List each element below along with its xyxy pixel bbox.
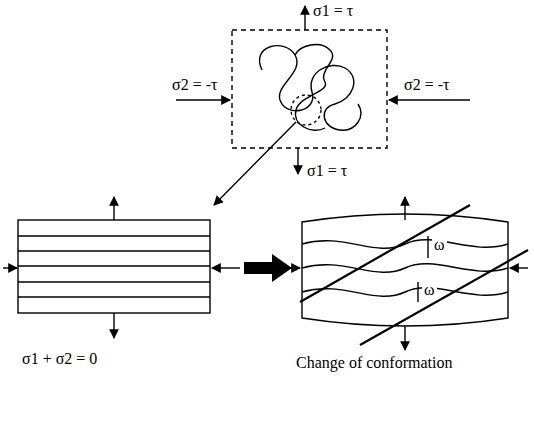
deformed-block xyxy=(302,214,508,326)
stress-arrow xyxy=(304,6,305,30)
angle-mark xyxy=(417,282,418,302)
polymer-coil xyxy=(295,45,333,131)
magnify-arrow xyxy=(214,122,296,205)
condition-label: σ1 + σ2 = 0 xyxy=(22,350,97,368)
polymer-coil xyxy=(260,46,361,130)
stress-label: σ1 = τ xyxy=(307,162,347,180)
stress-arrow xyxy=(113,197,114,220)
stress-arrow xyxy=(297,148,298,174)
shear-line xyxy=(300,205,470,302)
transition-arrow xyxy=(244,254,292,282)
angle-label: ω xyxy=(432,236,447,254)
stress-arrow xyxy=(389,99,470,100)
caption-label: Change of conformation xyxy=(296,354,452,372)
stress-label: σ2 = -τ xyxy=(172,76,217,94)
stress-label: σ2 = -τ xyxy=(404,76,449,94)
stress-arrow xyxy=(404,197,405,220)
magnified-region xyxy=(291,95,321,125)
lamellar-block xyxy=(18,220,210,313)
stress-arrow xyxy=(404,326,405,350)
stress-label: σ1 = τ xyxy=(313,2,353,20)
stress-arrow xyxy=(176,99,230,100)
shear-line xyxy=(360,250,528,345)
stress-arrow xyxy=(212,267,240,268)
stress-arrow xyxy=(510,267,528,268)
stress-arrow xyxy=(3,267,17,268)
angle-mark xyxy=(427,236,428,258)
stress-arrow xyxy=(113,313,114,338)
stress-element xyxy=(232,30,387,148)
angle-label: ω xyxy=(422,281,437,299)
